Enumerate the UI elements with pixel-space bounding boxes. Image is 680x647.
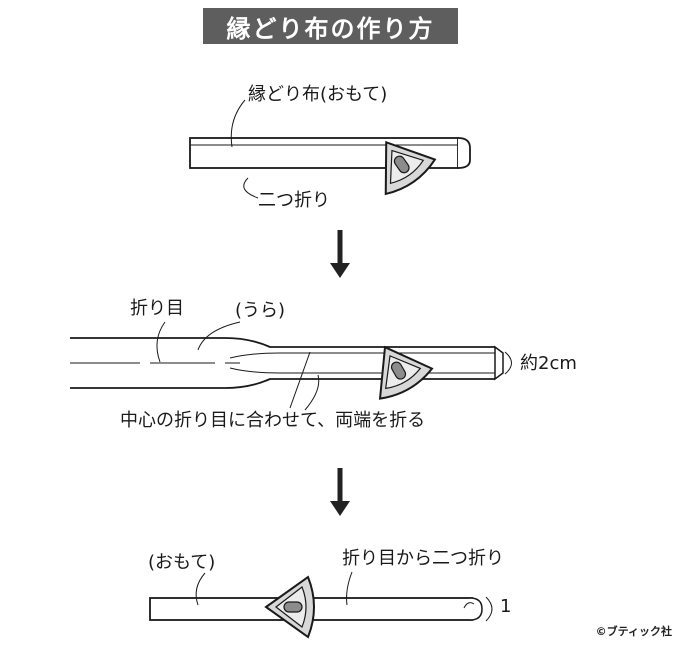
- step2-leader-fold: [156, 321, 166, 363]
- step2-label-fold: 折り目: [130, 298, 184, 319]
- diagram-title: 縁どり布の作り方: [203, 8, 458, 44]
- step3-label-front: (おもて): [148, 552, 216, 573]
- step2-leader-2: [304, 374, 320, 411]
- down-arrow-icon: [330, 468, 350, 516]
- step3-label-fold: 折り目から二つ折り: [342, 548, 504, 569]
- step2-label-width: 約2cm: [520, 353, 577, 374]
- step3-leader-fold: [346, 571, 353, 606]
- step2-fabric: [70, 337, 512, 389]
- step2-label-back: (うら): [235, 300, 286, 321]
- step2-label-instruction: 中心の折り目に合わせて、両端を折る: [120, 410, 426, 431]
- step1-label-top: 縁どり布(おもて): [248, 84, 388, 105]
- step1-leader-top: [230, 99, 246, 148]
- step2-leader-back: [197, 321, 241, 351]
- down-arrow-icon: [330, 230, 350, 278]
- step3-leader-front: [195, 572, 206, 606]
- step2-leader-1: [289, 351, 311, 409]
- step1-label-bottom: 二つ折り: [258, 190, 330, 211]
- step3-iron-icon: [265, 576, 315, 638]
- step3-fabric: [149, 596, 493, 622]
- step1-leader-bottom: [243, 177, 259, 199]
- step2-iron-icon: [358, 331, 436, 405]
- credit: ©ブティック社: [595, 625, 672, 638]
- step3-label-count: 1: [500, 596, 512, 617]
